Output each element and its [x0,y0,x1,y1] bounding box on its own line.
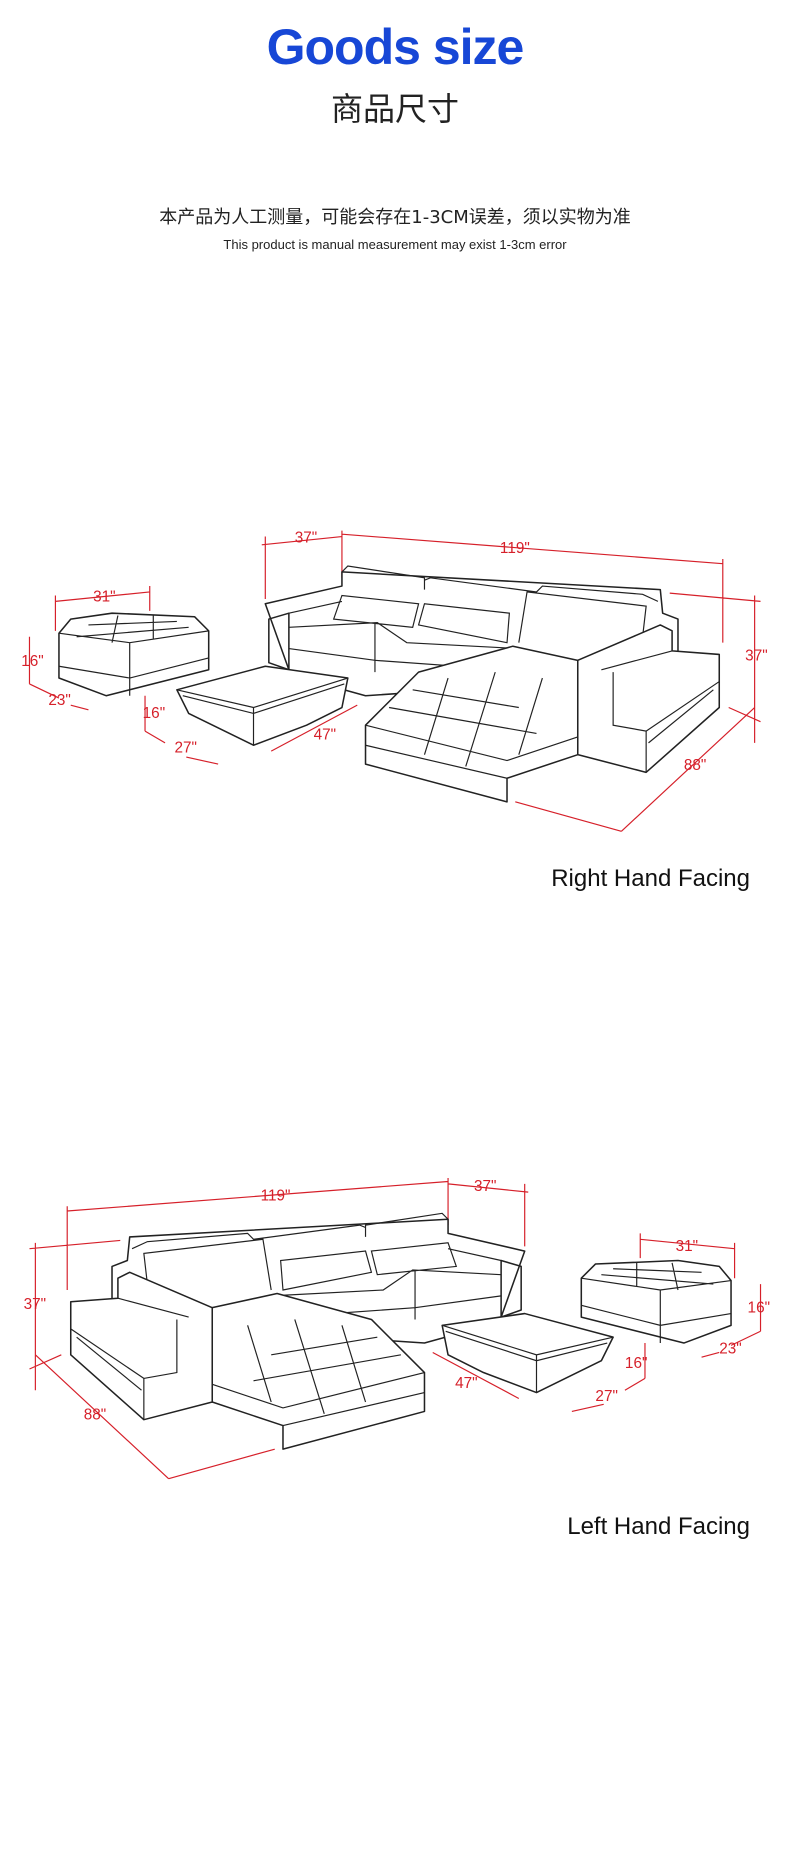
dim-chaise-length: 88" [684,757,706,774]
dim-table-height: 16" [625,1355,647,1372]
measurement-note-en: This product is manual measurement may e… [223,237,567,252]
page-subtitle: 商品尺寸 [330,90,459,128]
dim-chaise-length: 88" [84,1407,106,1424]
dim-ottoman-height: 16" [21,653,43,670]
dim-table-length: 47" [314,726,336,743]
dim-total-width: 119" [261,1187,291,1204]
dim-total-width: 119" [500,540,530,557]
dim-table-depth: 27" [175,739,197,756]
sofa-drawing-right [28,529,762,833]
page-title: Goods size [266,19,525,75]
dim-ottoman-width: 31" [676,1238,698,1255]
measurement-note-cn: 本产品为人工测量，可能会存在1-3CM误差，须以实物为准 [159,207,631,228]
dim-table-depth: 27" [595,1388,617,1405]
dim-ottoman-depth: 23" [48,692,70,709]
dim-ottoman-depth: 23" [719,1341,741,1358]
dim-ottoman-height: 16" [748,1299,770,1316]
sofa-drawing-left [28,1177,762,1480]
dim-back-depth: 37" [295,529,317,546]
dim-height: 37" [24,1296,46,1313]
caption-right-hand-facing: Right Hand Facing [551,865,750,892]
dim-height: 37" [745,647,767,664]
dim-back-depth: 37" [474,1178,496,1195]
dim-ottoman-width: 31" [93,588,115,605]
dim-table-length: 47" [455,1375,477,1392]
caption-left-hand-facing: Left Hand Facing [567,1513,750,1540]
dim-table-height: 16" [143,705,165,722]
